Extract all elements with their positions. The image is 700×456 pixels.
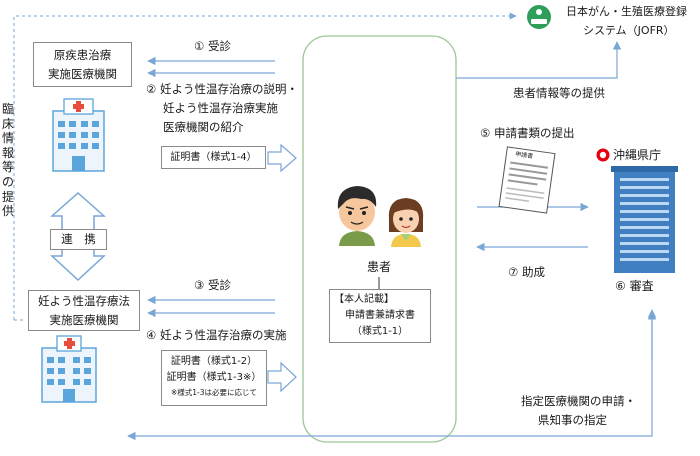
application-form-icon [498, 146, 556, 214]
cancer-facility-line1: 原疾患治療 [53, 48, 112, 62]
cooperation-box: 連 携 [50, 229, 107, 250]
certificate-box-2: 証明書（様式1-2） 証明書（様式1-3※） ※様式1-3は必要に応じて [161, 350, 267, 406]
hospital-icon-top [52, 98, 105, 172]
step2-label-line3: 医療機関の紹介 [163, 120, 244, 134]
clinical-info-label: 臨 床 情 報 等 の 提 供 [1, 102, 14, 219]
cert2-arrow [267, 361, 297, 393]
clinical-info-line [13, 12, 517, 320]
certificate-box-1: 証明書（様式1-4） [161, 146, 266, 169]
jofr-name-line2: システム（JOFR） [583, 24, 675, 37]
fertility-facility-line1: 妊よう性温存療法 [38, 294, 130, 308]
step5-label: ⑤ 申請書類の提出 [480, 126, 575, 140]
fertility-facility-line2: 実施医療機関 [49, 313, 119, 327]
step2-label-line1: ② 妊よう性温存治療の説明・ [146, 82, 298, 96]
step4-label: ④ 妊よう性温存治療の実施 [146, 328, 287, 342]
patient-box-title: 【本人記載】 [334, 294, 394, 305]
cancer-facility-line2: 実施医療機関 [48, 67, 117, 81]
patient-label: 患者 [367, 260, 392, 274]
patient-application-box: 【本人記載】 申請書兼請求書 （様式1-1） [329, 289, 431, 343]
step7-label: ⑦ 助成 [508, 265, 545, 279]
patient-area [302, 35, 457, 443]
cert2-line2: 証明書（様式1-3※） [166, 372, 262, 383]
step2-label-line2: 妊よう性温存治療実施 [163, 101, 278, 115]
okinawa-emblem-icon [596, 148, 610, 162]
patient-boy-icon [337, 186, 377, 246]
designation-line2: 県知事の指定 [538, 413, 607, 427]
step1-label: ① 受診 [194, 39, 231, 53]
patient-girl-icon [388, 198, 424, 247]
patient-box-line1: 申請書兼請求書 [345, 310, 415, 321]
patient-info-label: 患者情報等の提供 [513, 86, 605, 100]
okinawa-office-label: 沖縄県庁 [613, 148, 662, 162]
step3-label: ③ 受診 [194, 278, 231, 292]
patient-info-arrow [456, 41, 622, 79]
cert2-line1: 証明書（様式1-2） [170, 356, 258, 367]
hospital-icon-bottom [41, 335, 97, 403]
cancer-treatment-facility-box: 原疾患治療 実施医療機関 [33, 42, 132, 87]
jofr-name-line1: 日本がん・生殖医療登録 [566, 5, 687, 18]
designation-line1: 指定医療機関の申請・ [521, 394, 636, 408]
fertility-facility-box: 妊よう性温存療法 実施医療機関 [28, 290, 140, 331]
cert1-arrow [267, 143, 297, 173]
step6-label: ⑥ 審査 [615, 279, 654, 293]
cert2-note: ※様式1-3は必要に応じて [170, 388, 258, 397]
prefectural-office-icon [611, 166, 678, 273]
jofr-logo-icon [527, 5, 551, 29]
patient-box-line2: （様式1-1） [351, 326, 409, 337]
